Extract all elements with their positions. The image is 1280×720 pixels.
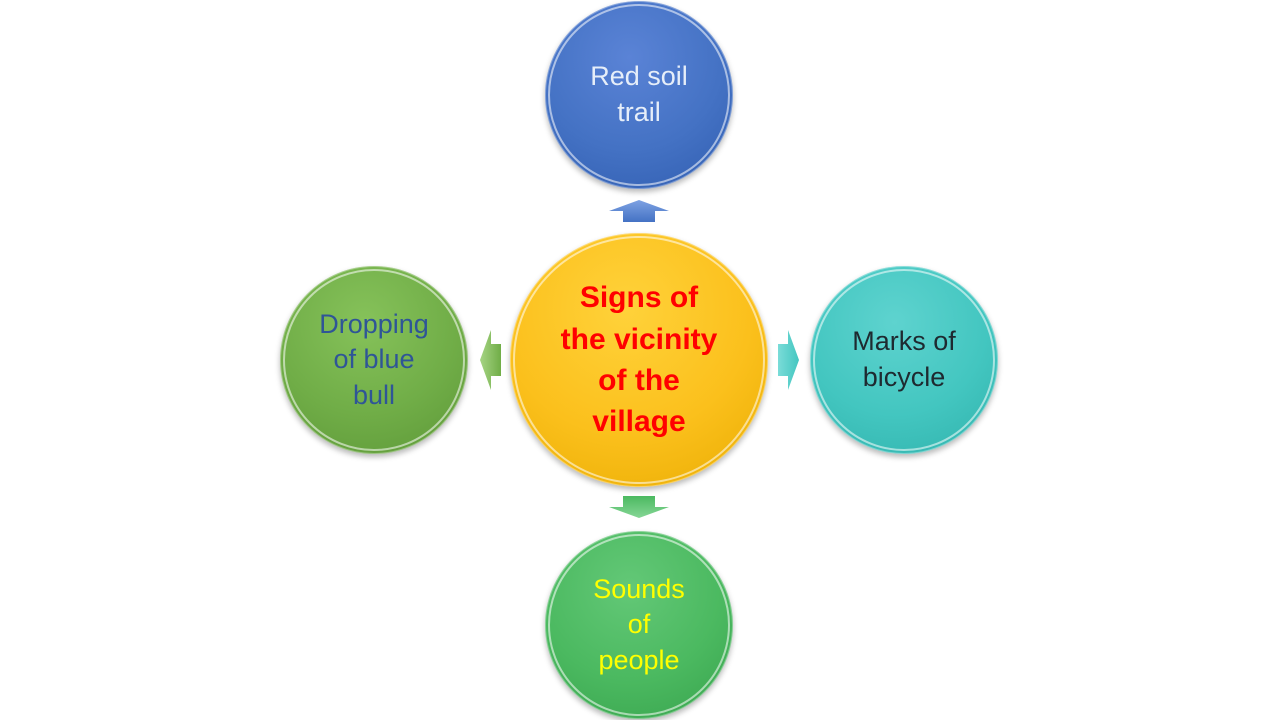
node-sounds-of-people: Sounds of people xyxy=(545,531,733,719)
node-left-label: Dropping of blue bull xyxy=(319,308,429,410)
node-bottom-label: Sounds of people xyxy=(593,573,685,675)
arrow-left-shape xyxy=(480,330,501,390)
node-marks-of-bicycle: Marks of bicycle xyxy=(810,266,998,454)
arrow-up-shape xyxy=(609,200,669,222)
node-red-soil-trail: Red soil trail xyxy=(545,1,733,189)
node-right-label: Marks of bicycle xyxy=(852,326,956,392)
center-node-signs-of-vicinity: Signs of the vicinity of the village xyxy=(510,233,768,487)
arrow-right-shape xyxy=(778,330,799,390)
arrow-down-shape xyxy=(609,496,669,518)
node-dropping-of-blue-bull: Dropping of blue bull xyxy=(280,266,468,454)
center-node-label: Signs of the vicinity of the village xyxy=(560,281,718,439)
node-top-label: Red soil trail xyxy=(590,61,688,127)
